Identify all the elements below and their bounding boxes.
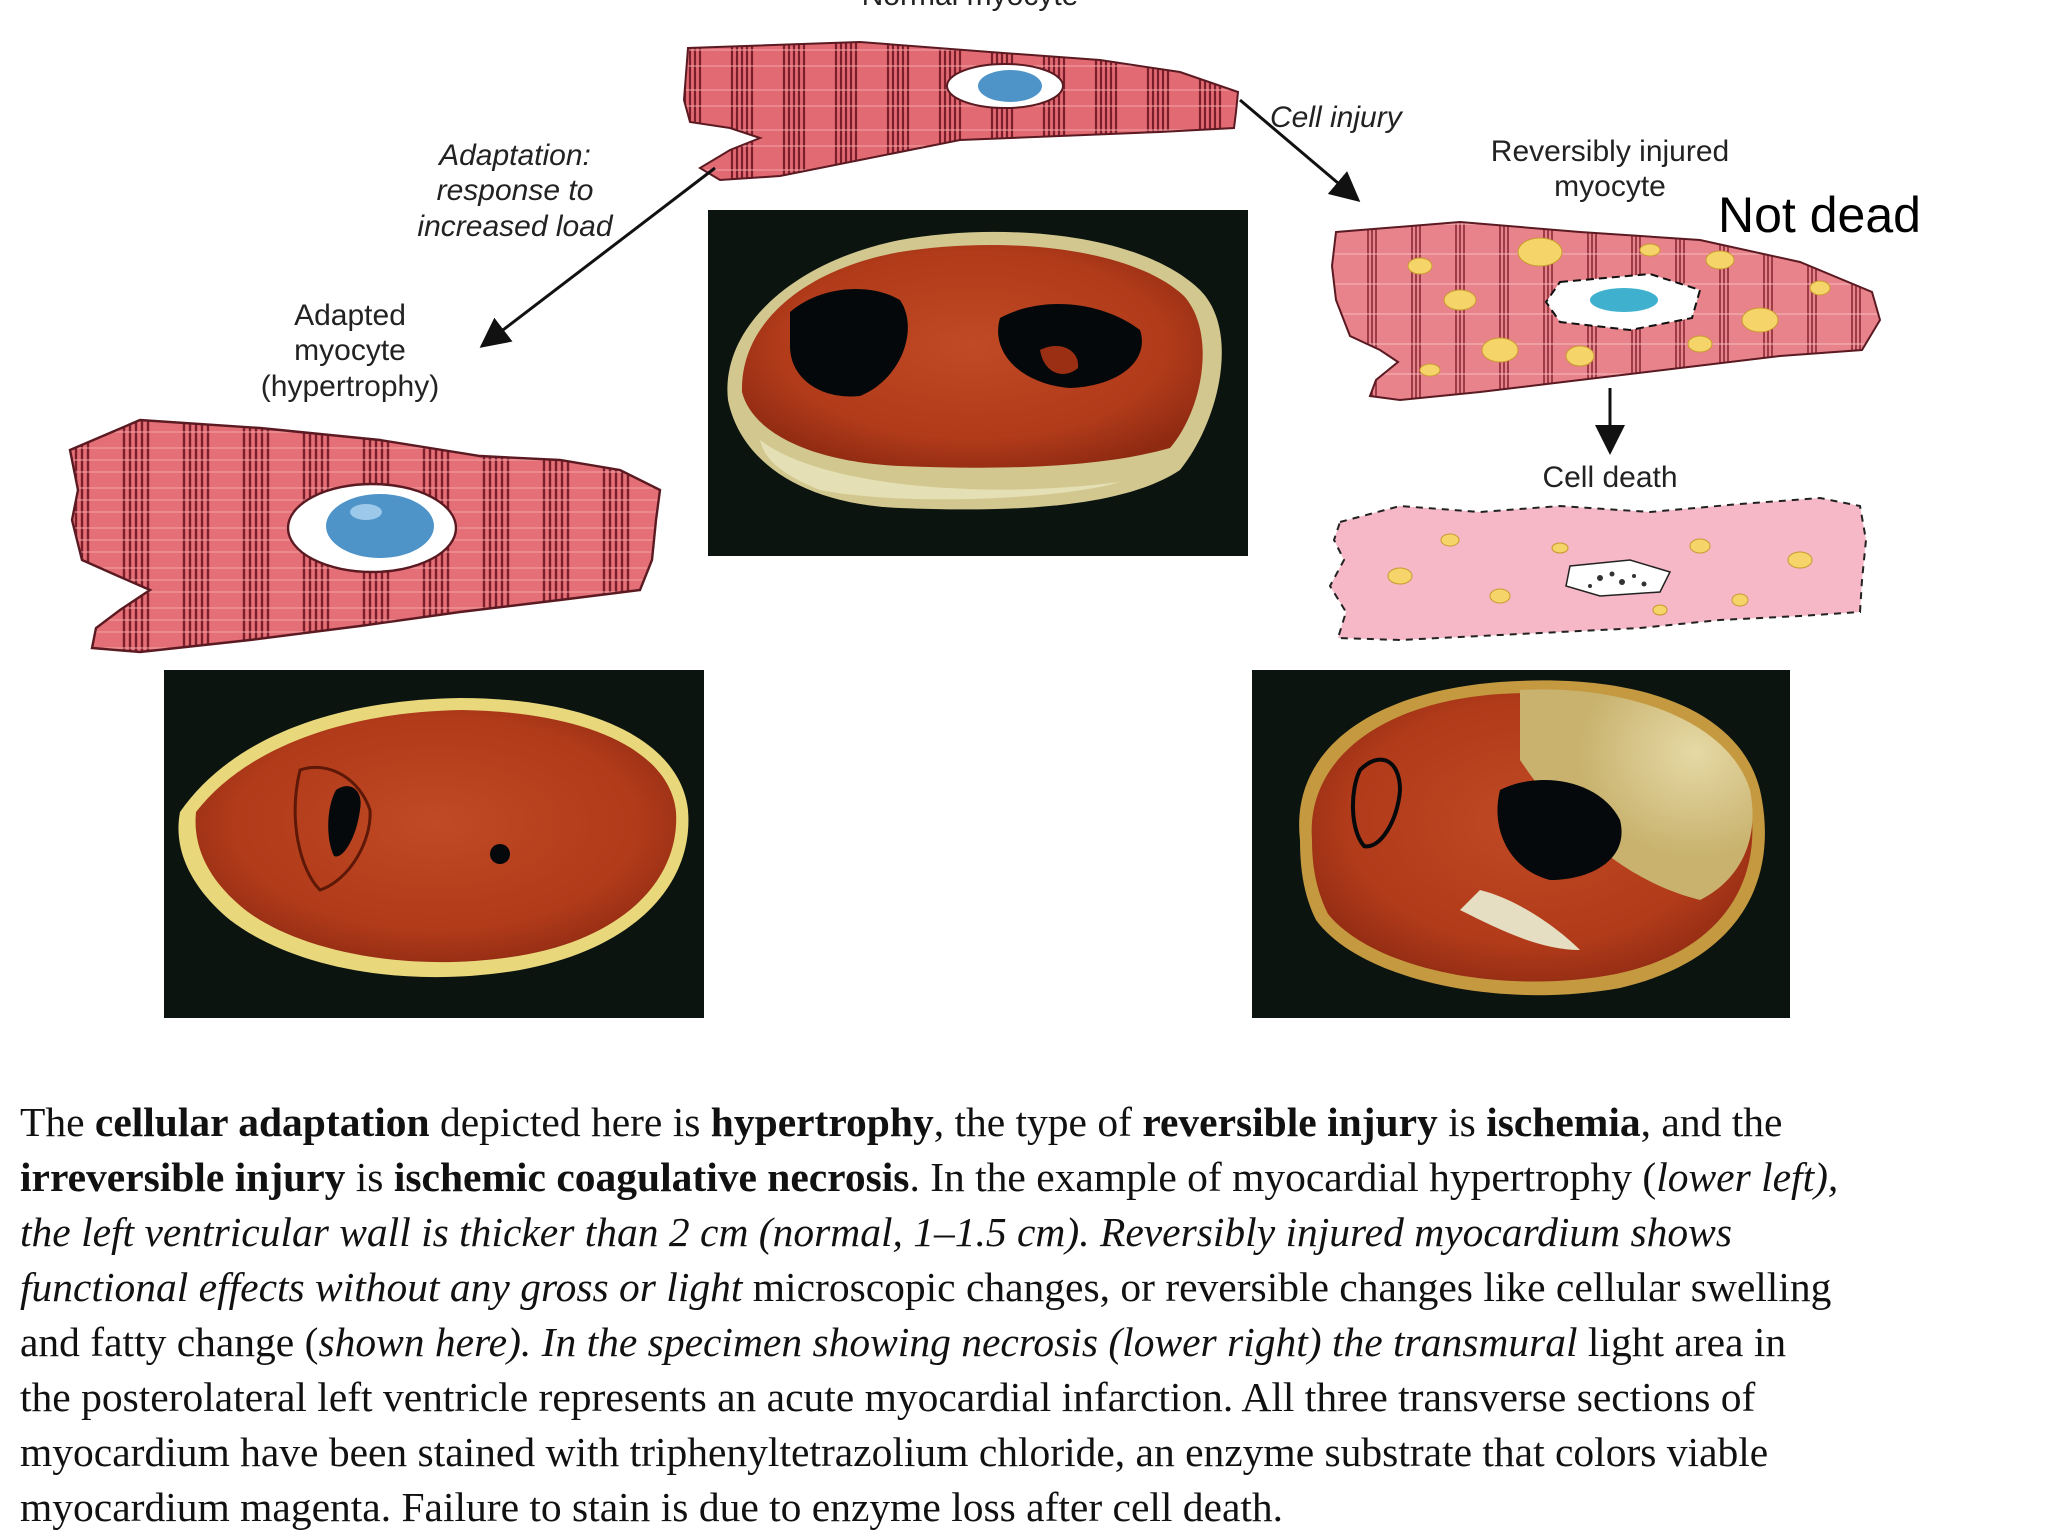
caption-text-run: myocardium have been stained with triphe… — [20, 1429, 1769, 1475]
caption-bold-run: irreversible injury — [20, 1154, 346, 1200]
caption-text-run: myocardium magenta. Failure to stain is … — [20, 1484, 1284, 1530]
adapted-myocyte-label: Adapted myocyte (hypertrophy) — [260, 299, 440, 403]
reversibly-injured-myocyte-label: Reversibly injured myocyte — [1490, 135, 1730, 204]
caption-line: and fatty change (shown here). In the sp… — [20, 1315, 2030, 1370]
caption-text-run: , and the — [1640, 1099, 1783, 1145]
caption-text-run: The — [20, 1099, 95, 1145]
caption-text-run: , the type of — [933, 1099, 1143, 1145]
caption-bold-run: reversible injury — [1142, 1099, 1438, 1145]
caption-text-run: . In the example of myocardial hypertrop… — [909, 1154, 1657, 1200]
caption-italic-run: functional effects without any gross or … — [20, 1264, 743, 1310]
heart-section-photo — [1252, 670, 1790, 1018]
adapted-myocyte-figure — [68, 418, 662, 654]
injury-arrow — [1239, 98, 1361, 202]
not-dead-annotation: Not dead — [1718, 187, 1921, 243]
caption-text-run: is — [1437, 1099, 1487, 1145]
injured-myocyte-figure — [1330, 220, 1882, 402]
dead-cell-figure — [1328, 496, 1868, 642]
caption-line: irreversible injury is ischemic coagulat… — [20, 1150, 2030, 1205]
cell-death-arrow-label: Cell death — [1542, 461, 1678, 494]
caption-text-run: depicted here is — [429, 1099, 711, 1145]
heart-section-photo — [708, 210, 1248, 556]
adaptation-arrow — [479, 166, 716, 348]
normal-myocyte-figure — [682, 40, 1240, 182]
caption-text-run: light area in — [1577, 1319, 1787, 1365]
adaptation-arrow-label: Adaptation: response to increased load — [417, 139, 613, 243]
caption-text-run: microscopic changes, or reversible chang… — [742, 1264, 1832, 1310]
caption-line: functional effects without any gross or … — [20, 1260, 2030, 1315]
caption-italic-run: shown here). In the specimen showing nec… — [318, 1319, 1578, 1365]
top-partial-label: Normal myocyte — [820, 0, 1120, 13]
caption-italic-run: lower left), — [1656, 1154, 1839, 1200]
heart-section-photo — [164, 670, 704, 1018]
caption-bold-run: hypertrophy — [710, 1099, 934, 1145]
caption-italic-run: the left ventricular wall is thicker tha… — [20, 1209, 1732, 1255]
caption-bold-run: ischemic coagulative necrosis — [393, 1154, 910, 1200]
cell-injury-arrow-label: Cell injury — [1270, 101, 1402, 134]
caption-line: myocardium have been stained with triphe… — [20, 1425, 2030, 1480]
caption-text-run: the posterolateral left ventricle repres… — [20, 1374, 1756, 1420]
caption-bold-run: cellular adaptation — [94, 1099, 430, 1145]
caption-line: the posterolateral left ventricle repres… — [20, 1370, 2030, 1425]
caption-line: myocardium magenta. Failure to stain is … — [20, 1480, 2030, 1535]
caption-line: The cellular adaptation depicted here is… — [20, 1095, 2030, 1150]
caption-paragraph: The cellular adaptation depicted here is… — [20, 1095, 2030, 1535]
caption-bold-run: ischemia — [1486, 1099, 1641, 1145]
caption-line: the left ventricular wall is thicker tha… — [20, 1205, 2030, 1260]
caption-text-run: and fatty change ( — [20, 1319, 319, 1365]
caption-text-run: is — [345, 1154, 394, 1200]
